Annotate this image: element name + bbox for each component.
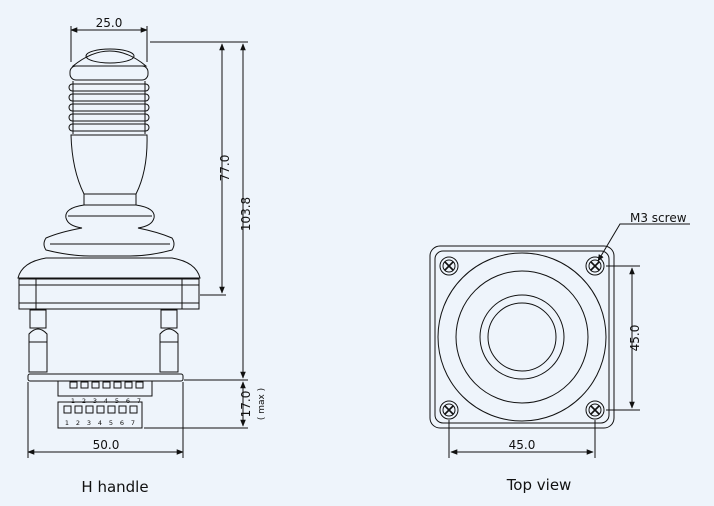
handle-cap [69, 65, 149, 81]
dim-top-view-height-label: 45.0 [628, 325, 642, 352]
lower-connector-slots [63, 405, 138, 414]
handle-dome-highlight [85, 48, 135, 64]
screw-label: M3 screw [630, 211, 687, 225]
right-standoff [159, 309, 179, 373]
dim-handle-height-label: 77.0 [218, 155, 232, 182]
screw-top-right [585, 256, 605, 276]
svg-text:4: 4 [104, 397, 108, 405]
pin-numbers-lower: 1 2 3 4 5 6 7 [65, 419, 135, 427]
top-view-inner-plate [434, 250, 610, 424]
screw-leader [597, 223, 690, 262]
svg-text:6: 6 [126, 397, 130, 405]
lower-connector [57, 401, 143, 429]
top-view-caption: Top view [506, 476, 572, 494]
dim-top-width-label: 25.0 [96, 16, 123, 30]
dim-base-width [27, 382, 184, 458]
h-handle-view [17, 26, 248, 458]
screw-bottom-right [585, 400, 605, 420]
left-standoff [28, 309, 48, 373]
dim-base-width-label: 50.0 [93, 438, 120, 452]
handle-body [70, 134, 148, 195]
dim-top-view-width-label: 45.0 [509, 438, 536, 452]
dim-top-width [70, 26, 148, 62]
svg-text:4: 4 [98, 419, 102, 427]
svg-text:6: 6 [120, 419, 124, 427]
handle-grip-rings [68, 81, 150, 134]
svg-text:5: 5 [109, 419, 113, 427]
svg-text:1: 1 [65, 419, 69, 427]
svg-text:7: 7 [131, 419, 135, 427]
svg-text:1: 1 [71, 397, 75, 405]
top-view-outer-plate [429, 245, 615, 429]
svg-text:5: 5 [115, 397, 119, 405]
top-view [429, 223, 690, 458]
dim-pin-note: ( max ) [257, 388, 267, 420]
svg-text:2: 2 [82, 397, 86, 405]
svg-text:3: 3 [93, 397, 97, 405]
handle-dome [71, 50, 148, 67]
top-view-outer-ring [437, 252, 607, 422]
pin-numbers-upper: 1 2 3 4 5 6 7 [71, 397, 141, 405]
top-view-ring-3 [479, 294, 565, 380]
svg-text:2: 2 [76, 419, 80, 427]
pcb-plate [27, 373, 184, 382]
screw-bottom-left [439, 400, 459, 420]
top-view-ring-2 [455, 270, 589, 404]
connector-housing [57, 380, 153, 397]
top-view-knob [487, 302, 557, 372]
screw-top-left [439, 256, 459, 276]
svg-text:3: 3 [87, 419, 91, 427]
h-handle-caption: H handle [81, 478, 148, 496]
dim-total-height-label: 103.8 [239, 197, 253, 231]
connector-pin-slots [69, 381, 144, 389]
svg-text:7: 7 [137, 397, 141, 405]
base-block [18, 278, 200, 310]
dim-pin-height-label: 17.0 [239, 391, 253, 418]
handle-boot [43, 204, 175, 257]
base-flange [17, 257, 201, 279]
